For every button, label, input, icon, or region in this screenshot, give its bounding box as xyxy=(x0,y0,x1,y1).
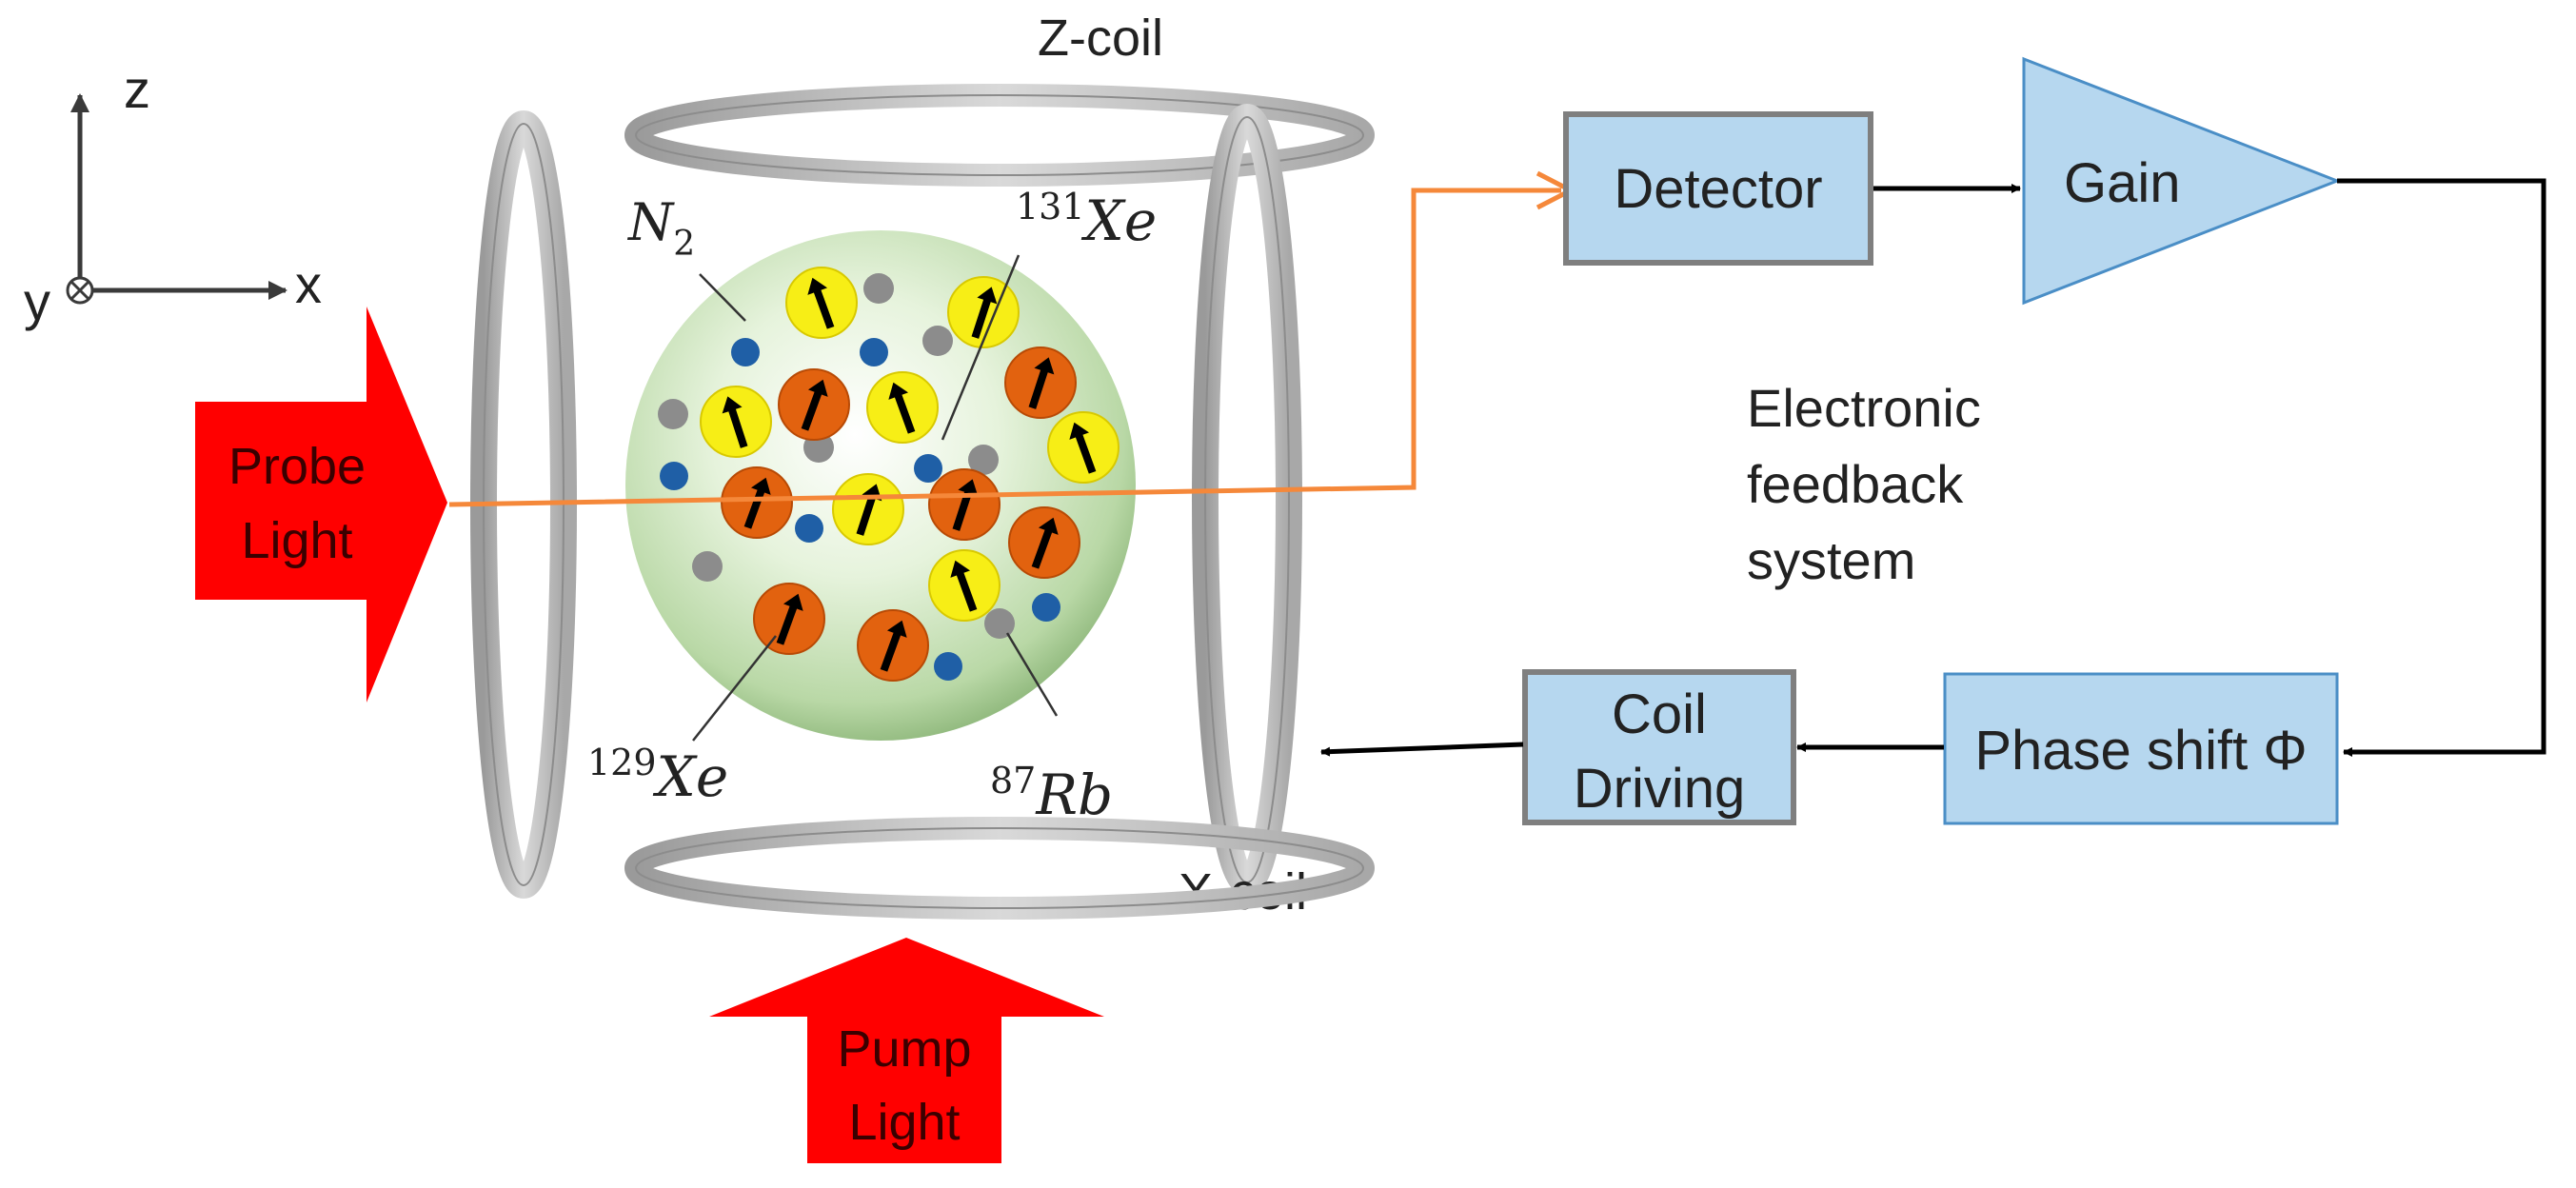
z-coil-label: Z-coil xyxy=(1038,10,1163,67)
xe129-atom xyxy=(857,609,929,682)
coil-driving-to-x-coil-arrow xyxy=(1320,742,1524,757)
xe131-atom xyxy=(832,473,904,545)
n2-molecule xyxy=(1032,593,1060,622)
detector-label: Detector xyxy=(1614,158,1822,220)
n2-molecule xyxy=(795,514,823,543)
particles xyxy=(658,267,1120,682)
gain-label: Gain xyxy=(2064,152,2181,214)
probe-beam-line xyxy=(448,188,1561,507)
feedback-label-line3: system xyxy=(1747,530,1915,590)
xe131-atom xyxy=(866,371,939,444)
rb87-atom xyxy=(984,608,1015,639)
pump-light-label-line2: Light xyxy=(848,1094,960,1151)
xe129-atom xyxy=(928,468,1001,541)
probe-light-arrow: Probe Light xyxy=(195,307,447,703)
phase-shift-label: Phase shift Φ xyxy=(1974,720,2307,782)
xe129-leader-line xyxy=(692,635,777,742)
pump-light-label-line1: Pump xyxy=(837,1020,971,1078)
xe131-atom xyxy=(1047,411,1120,484)
xe129-label: 129Xe xyxy=(587,742,728,809)
probe-light-label-line1: Probe xyxy=(228,438,366,495)
xe131-atom xyxy=(947,276,1020,348)
xe131-atom xyxy=(928,549,1001,622)
z-axis-label: z xyxy=(124,59,150,119)
xe129-atom xyxy=(1008,506,1080,579)
rb87-atom xyxy=(658,399,688,429)
coil-driving-label-line2: Driving xyxy=(1574,758,1746,820)
gain-block: Gain xyxy=(2022,56,2342,306)
xe129-atom xyxy=(721,466,793,539)
xe131-label: 131Xe xyxy=(1016,186,1157,253)
x-axis-label: x xyxy=(295,254,322,314)
coordinate-axes: z x y xyxy=(24,59,322,331)
feedback-label-line2: feedback xyxy=(1747,454,1964,514)
xe131-atom xyxy=(700,386,772,458)
probe-light-label-line2: Light xyxy=(241,512,352,569)
rb87-leader-line xyxy=(1005,632,1059,717)
rb87-atom xyxy=(863,273,894,304)
xe129-atom xyxy=(753,583,825,655)
detector-block: Detector xyxy=(1563,111,1873,266)
z-coil-top xyxy=(624,84,1375,187)
rb87-atom xyxy=(922,326,953,356)
feedback-label-line1: Electronic xyxy=(1747,378,1981,438)
n2-molecule xyxy=(934,652,962,681)
xe129-atom xyxy=(778,368,850,441)
xe131-leader-line xyxy=(941,254,1020,441)
rb87-label: 87Rb xyxy=(990,760,1113,827)
z-coil-bottom xyxy=(624,817,1375,920)
n2-molecule xyxy=(860,338,888,366)
species-labels: N2 131Xe 129Xe 87Rb xyxy=(587,186,1157,827)
coil-driving-label-line1: Coil xyxy=(1612,683,1707,745)
rb87-atom xyxy=(692,551,723,582)
n2-molecule xyxy=(731,338,760,366)
n2-label: N2 xyxy=(626,192,695,264)
n2-molecule xyxy=(914,454,942,483)
n2-leader-line xyxy=(699,273,746,322)
gain-to-phase-shift-line xyxy=(2337,178,2546,757)
coil-driving-block: Coil Driving xyxy=(1522,669,1796,825)
xe131-atom xyxy=(785,267,858,339)
xe129-atom xyxy=(1004,346,1077,419)
x-coil-right xyxy=(1192,104,1302,896)
feedback-system-label: Electronic feedback system xyxy=(1747,378,1981,590)
rb87-atom xyxy=(968,445,999,475)
pump-light-arrow: Pump Light xyxy=(709,938,1104,1163)
y-axis-label: y xyxy=(24,271,50,331)
phase-shift-block: Phase shift Φ xyxy=(1943,672,2339,825)
n2-molecule xyxy=(660,462,688,490)
